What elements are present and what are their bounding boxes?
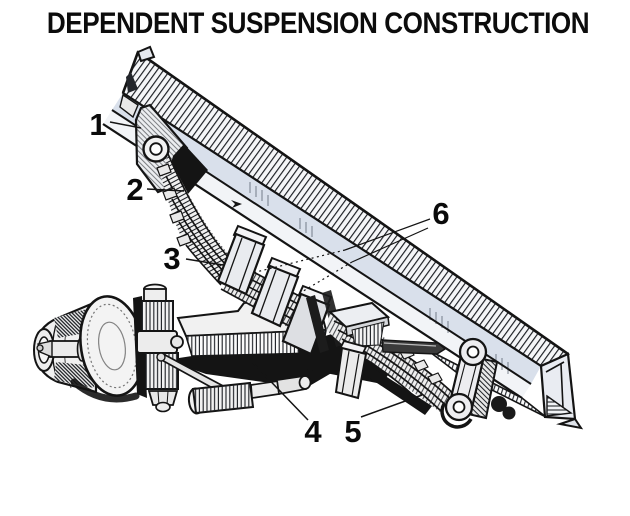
frame-web-face [112, 93, 541, 384]
callout-2: 2 [126, 172, 143, 207]
frame-top-edge [137, 50, 569, 356]
callout-5: 5 [344, 414, 361, 449]
leader-lines [109, 121, 431, 421]
rebound-plate [327, 301, 391, 347]
frame-top-face-hatch [123, 52, 568, 366]
center-clamp-2 [250, 256, 302, 328]
frame-rail [102, 45, 584, 430]
callout-3: 3 [163, 241, 180, 276]
frame-front-cut [119, 45, 156, 119]
shackle-nut-2 [502, 406, 516, 420]
leaf-step-ends [156, 163, 192, 247]
rod-tip [298, 375, 312, 390]
figure-title: DEPENDENT SUSPENSION CONSTRUCTION [47, 6, 589, 39]
spring-eye-pin [149, 142, 163, 156]
frame-web-strip [103, 110, 531, 398]
web-ticks [249, 182, 509, 374]
spring-rear-eye [440, 403, 473, 429]
leaf-spring-front [156, 153, 240, 286]
leader-line-4 [251, 361, 309, 421]
frame-end-section [539, 352, 584, 430]
leader-line-6a [251, 218, 431, 274]
leader-line-2 [146, 188, 185, 192]
leader-line-1 [109, 121, 142, 129]
center-clamp-1 [216, 224, 268, 296]
rear-spring-clip [334, 339, 368, 400]
frame-flange-edge [122, 92, 542, 367]
callout-4: 4 [304, 414, 322, 449]
support-bar [381, 339, 447, 355]
shackle-nut [491, 396, 507, 412]
leader-line-6b [299, 227, 429, 294]
leader-line-5 [360, 394, 423, 418]
leader-line-3 [185, 258, 224, 266]
pointer-arrow-icon [231, 200, 242, 208]
callout-6: 6 [432, 196, 449, 231]
torque-rod [156, 352, 312, 415]
shackle [440, 337, 516, 429]
callout-1: 1 [89, 107, 106, 142]
